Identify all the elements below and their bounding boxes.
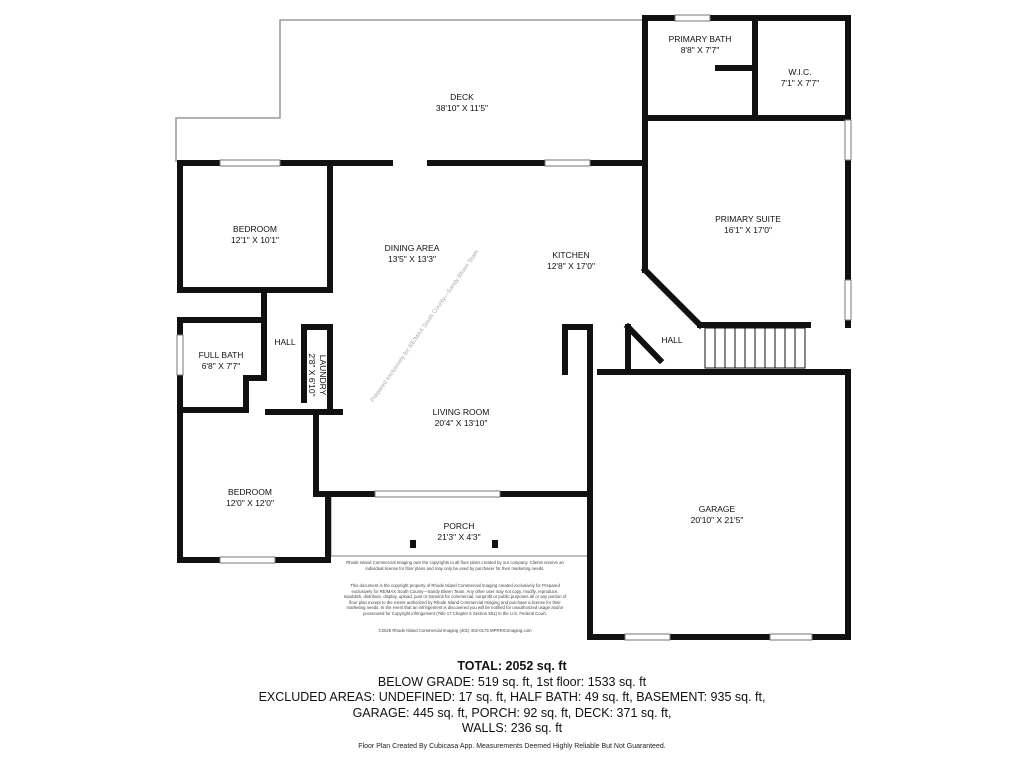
room-dims: 2'8" X 6'10" <box>307 353 317 397</box>
credit-line: Floor Plan Created By Cubicasa App. Meas… <box>358 743 666 750</box>
deck-outline <box>175 19 643 162</box>
room-dims: 6'8" X 7'7" <box>201 361 241 371</box>
room-name: W.I.C. <box>788 67 812 77</box>
room-name: LIVING ROOM <box>432 407 490 417</box>
room-dims: 38'10" X 11'5" <box>435 103 489 113</box>
windows <box>176 14 852 641</box>
disclaimer-copyright: ©2025 Rhode Island Commercial Imaging (4… <box>378 628 532 633</box>
room-dims: 16'1" X 17'0" <box>723 225 773 235</box>
room-name: BEDROOM <box>228 487 272 497</box>
room-dims: 20'10" X 21'5" <box>690 515 744 525</box>
room-name: PRIMARY BATH <box>668 34 732 44</box>
room-dims: 13'5" X 13'3" <box>387 254 437 264</box>
stairs <box>704 327 806 369</box>
room-hall-2: HALL <box>661 335 682 346</box>
room-dims: 12'1" X 10'1" <box>230 235 280 245</box>
total-area: TOTAL: 2052 sq. ft <box>457 659 567 673</box>
totals-line: BELOW GRADE: 519 sq. ft, 1st floor: 1533… <box>377 674 647 689</box>
room-name: FULL BATH <box>198 350 244 360</box>
room-dims: 21'3" X 4'3" <box>437 532 481 542</box>
totals-line: WALLS: 236 sq. ft <box>461 721 563 735</box>
area-totals: TOTAL: 2052 sq. ft BELOW GRADE: 519 sq. … <box>0 659 1024 737</box>
totals-line: EXCLUDED AREAS: UNDEFINED: 17 sq. ft, HA… <box>258 690 766 704</box>
room-name: HALL <box>661 335 683 345</box>
room-hall-1: HALL <box>274 337 295 348</box>
room-name: LAUNDRY <box>318 354 328 396</box>
room-dims: 8'8" X 7'7" <box>680 45 720 55</box>
totals-line: GARAGE: 445 sq. ft, PORCH: 92 sq. ft, DE… <box>352 705 672 720</box>
room-dims: 20'4" X 13'10" <box>434 418 488 428</box>
room-name: HALL <box>274 337 296 347</box>
room-name: PORCH <box>443 521 475 531</box>
room-name: PRIMARY SUITE <box>715 214 781 224</box>
disclaimer-p2: This document is the copyright property … <box>343 583 567 616</box>
room-name: BEDROOM <box>233 224 277 234</box>
room-name: GARAGE <box>698 504 736 514</box>
room-dims: 7'1" X 7'7" <box>780 78 820 88</box>
disclaimer-p1: Rhode Island Commercial Imaging own the … <box>346 560 564 571</box>
room-name: DINING AREA <box>384 243 440 253</box>
room-name: DECK <box>450 92 474 102</box>
porch-posts <box>410 540 498 548</box>
room-dims: 12'8" X 17'0" <box>546 261 596 271</box>
room-dims: 12'0" X 12'0" <box>225 498 275 508</box>
room-wic: W.I.C.7'1" X 7'7" <box>781 67 820 89</box>
room-name: KITCHEN <box>552 250 590 260</box>
